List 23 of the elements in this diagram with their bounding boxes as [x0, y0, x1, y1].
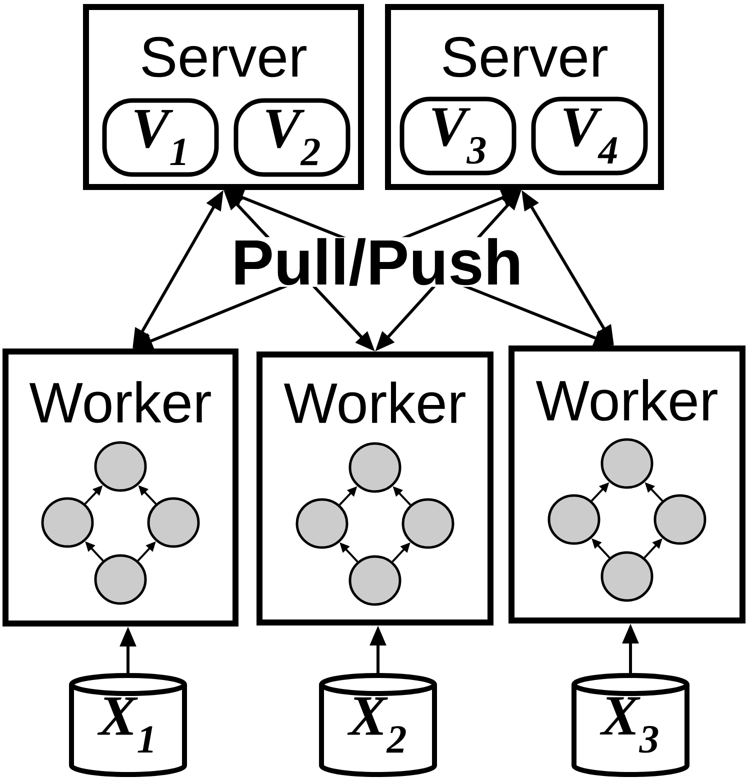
- graph-node: [94, 441, 147, 492]
- graph-node: [348, 555, 402, 606]
- graph-node: [600, 551, 654, 602]
- arrow-label: Pull/Push: [230, 237, 524, 287]
- rounded-box: V$_{2}$: [234, 98, 350, 177]
- graph-node: [94, 554, 147, 605]
- graph-node: [402, 498, 454, 549]
- graph-node: [348, 442, 402, 493]
- worker-box: Worker: [2, 348, 238, 626]
- worker-box: Worker: [256, 352, 494, 626]
- rounded-box: V$_{3}$: [400, 96, 516, 176]
- worker-box: Worker: [508, 346, 746, 624]
- graph-node: [41, 497, 94, 548]
- graph-node: [600, 438, 654, 489]
- graph-node: [654, 494, 706, 545]
- graph-node: [147, 497, 200, 548]
- database-cylinder: X$_{1}$: [69, 673, 187, 777]
- database-cylinder: X$_{3}$: [572, 673, 690, 777]
- rounded-box: V$_{1}$: [102, 98, 219, 177]
- graph-node: [296, 498, 348, 549]
- database-cylinder: X$_{2}$: [319, 673, 437, 777]
- rounded-box: V$_{4}$: [531, 96, 648, 176]
- graph-node: [548, 494, 600, 545]
